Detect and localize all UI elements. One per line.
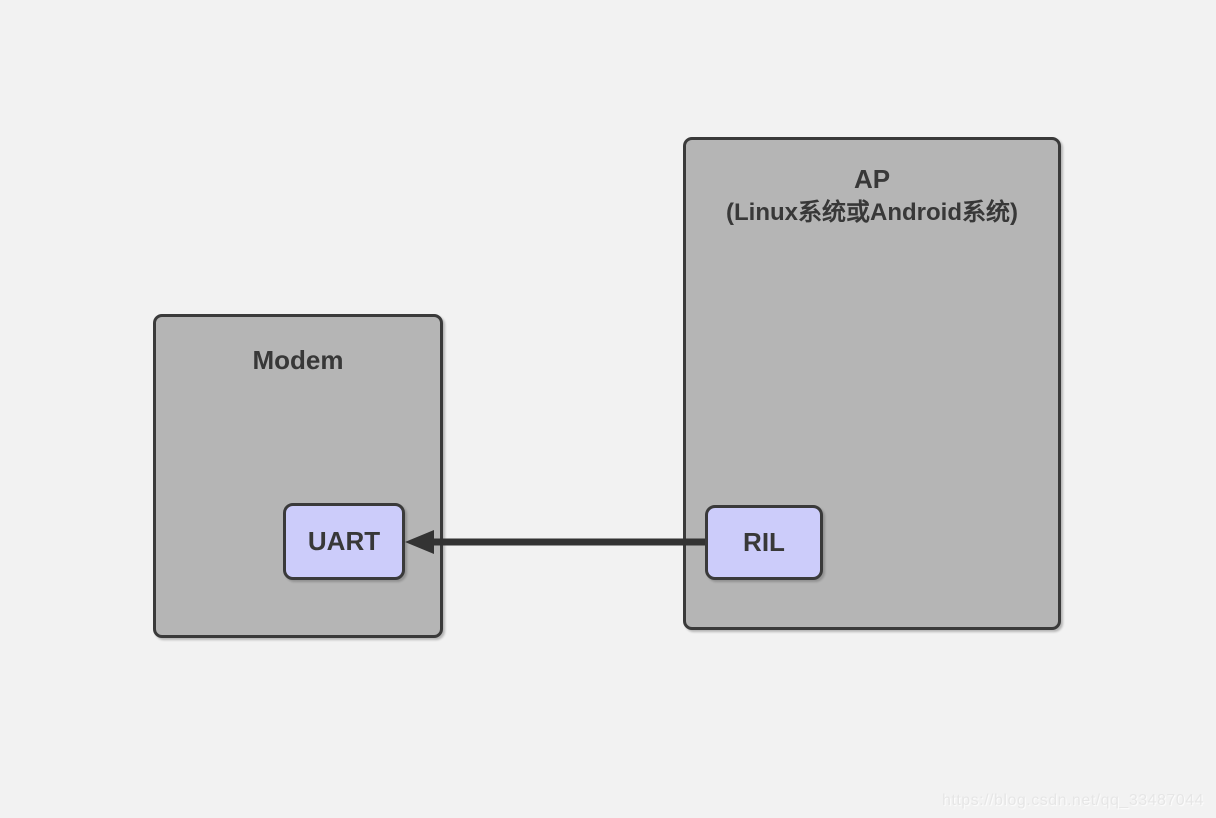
ril-chip: RIL: [705, 505, 823, 580]
ap-box-title-line1: AP: [853, 164, 891, 194]
uart-chip: UART: [283, 503, 405, 580]
watermark-text: https://blog.csdn.net/qq_33487044: [941, 792, 1204, 809]
ap-box-title-line2: (Linux系统或Android系统): [726, 199, 1018, 226]
ril-chip-label: RIL: [743, 527, 785, 557]
ap-box-title: AP (Linux系统或Android系统): [686, 162, 1058, 230]
modem-box-title: Modem: [252, 345, 344, 375]
modem-box: Modem: [153, 314, 443, 638]
uart-chip-label: UART: [307, 526, 381, 556]
